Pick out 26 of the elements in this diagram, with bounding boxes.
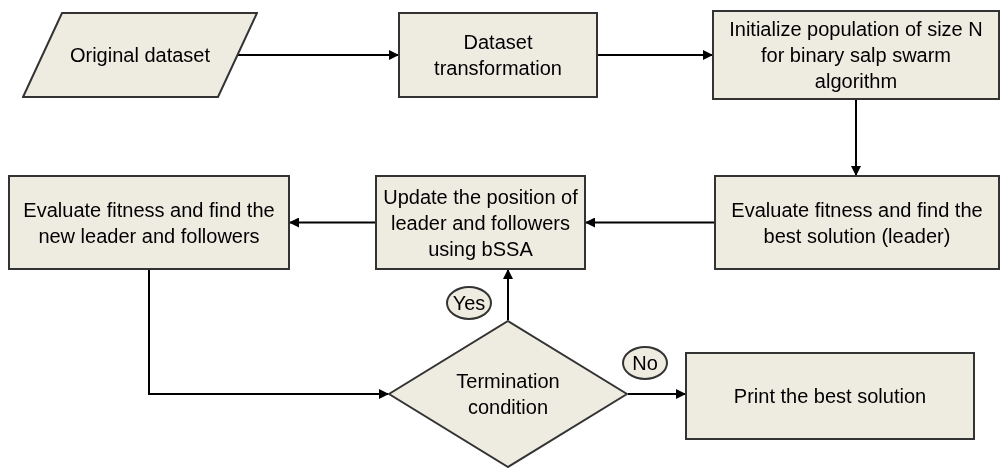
node-text: Evaluate fitness and find the new leader and followers <box>22 197 276 249</box>
node-text: Termination condition <box>455 369 561 420</box>
arrow <box>851 99 861 176</box>
arrow <box>585 217 715 228</box>
arrow <box>503 269 513 321</box>
node-text: Print the best solution <box>733 384 927 409</box>
decision-diamond <box>388 320 628 468</box>
node-text: Initialize population of size N for binary salp swarm algorithm <box>728 17 984 94</box>
edge-label: Yes <box>446 286 492 320</box>
node-text: Original dataset <box>69 43 211 68</box>
arrow <box>237 50 399 60</box>
process-box <box>8 175 290 270</box>
edge-label: No <box>622 346 668 380</box>
arrow <box>627 389 686 399</box>
process-box <box>375 175 586 270</box>
node-text: Update the position of leader and followers using bSSA <box>382 184 579 262</box>
process-box <box>712 10 1000 100</box>
node-text: Dataset transformation <box>433 30 563 81</box>
process-box <box>685 352 975 440</box>
data-parallelogram <box>22 12 258 98</box>
arrow <box>289 217 376 228</box>
arrow <box>148 269 389 399</box>
process-box <box>398 12 598 98</box>
arrow <box>597 50 713 60</box>
node-text: Evaluate fitness and find the best solution (leader) <box>730 197 984 249</box>
process-box <box>714 175 1000 270</box>
